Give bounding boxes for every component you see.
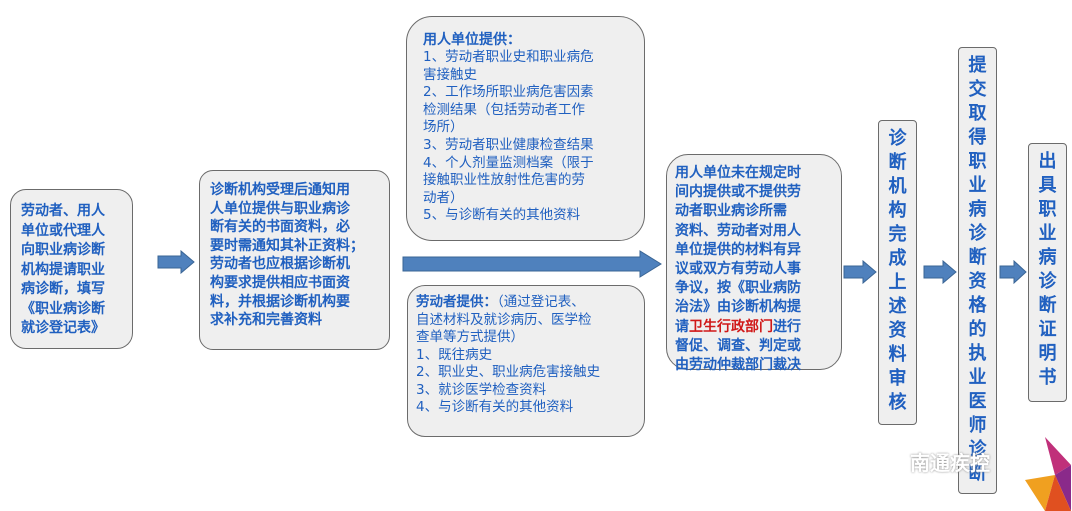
arrow-right-icon [923,260,957,284]
dispute-step-text: 用人单位未在规定时 间内提供或不提供劳 动者职业病诊所需 资料、劳动者对用人 单… [675,164,837,375]
start-step-text: 劳动者、用人 单位或代理人 向职业病诊断 机构提请职业 病诊断，填写 《职业病诊… [21,203,105,336]
vertical-char: 交 [968,79,987,100]
vertical-char: 资 [968,271,987,292]
vertical-char: 诊 [968,223,987,244]
vertical-char: 完 [888,224,907,245]
notify-step-text: 诊断机构受理后通知用 人单位提供与职业病诊 断有关的书面资料，必 要时需通知其补… [210,182,364,329]
vertical-char: 断 [1038,295,1057,316]
arrow-right-icon [843,260,877,284]
employer-item-3: 3、劳动者职业健康检查结果 [423,136,594,153]
vertical-char: 断 [968,247,987,268]
dispute-step-box: 用人单位未在规定时 间内提供或不提供劳 动者职业病诊所需 资料、劳动者对用人 单… [666,154,842,373]
vertical-char: 病 [1038,247,1057,268]
vertical-char: 明 [1038,343,1057,364]
vertical-char: 核 [888,392,907,413]
arrow-right-icon [157,250,195,274]
vertical-char: 上 [888,272,907,293]
vertical-char: 具 [1038,175,1057,196]
worker-item-4: 4、与诊断有关的其他资料 [416,399,574,415]
worker-materials-title: 劳动者提供： [416,294,497,310]
vertical-char: 医 [968,391,987,412]
vertical-char: 证 [1038,319,1057,340]
worker-materials-note: （通过登记表、 自述材料及就诊病历、医学检 查单等方式提供） [416,294,592,345]
vertical-char: 成 [888,248,907,269]
vertical-char: 断 [968,463,987,484]
vertical-char: 诊 [968,439,987,460]
vertical-char: 取 [968,103,987,124]
vertical-char: 诊 [888,128,907,149]
employer-materials-title: 用人单位提供： [423,32,521,48]
logo-decoration-icon [1025,437,1071,511]
employer-item-2: 2、工作场所职业病危害因素 检测结果（包括劳动者工作 场所） [423,84,594,136]
worker-item-2: 2、职业史、职业病危害接触史 [416,364,601,380]
vertical-char: 得 [968,127,987,148]
vertical-char: 业 [1038,223,1057,244]
dispute-text-before: 用人单位未在规定时 间内提供或不提供劳 动者职业病诊所需 资料、劳动者对用人 单… [675,165,801,335]
vertical-char: 格 [968,295,987,316]
employer-item-1: 1、劳动者职业史和职业病危 害接触史 [423,49,594,83]
vertical-char: 述 [888,296,907,317]
vertical-char: 审 [888,368,907,389]
vertical-char: 料 [888,344,907,365]
arrow-right-icon [999,260,1027,284]
vertical-char: 书 [1038,367,1057,388]
worker-item-3: 3、就诊医学检查资料 [416,381,547,398]
vertical-char: 提 [968,55,987,76]
worker-item-1: 1、既往病史 [416,346,493,363]
vertical-char: 诊 [1038,271,1057,292]
vertical-char: 职 [1038,199,1057,220]
dispute-text-highlight: 卫生行政部门 [689,318,773,335]
employer-materials-box: 用人单位提供： 1、劳动者职业史和职业病危 害接触史 2、工作场所职业病危害因素… [406,16,645,241]
vertical-char: 资 [888,320,907,341]
watermark: 南通疾控 [878,447,990,476]
wechat-icon [878,451,904,472]
worker-materials-heading: 劳动者提供：（通过登记表、 自述材料及就诊病历、医学检 查单等方式提供） [416,294,638,347]
worker-materials-box: 劳动者提供：（通过登记表、 自述材料及就诊病历、医学检 查单等方式提供） 1、既… [407,285,645,437]
vertical-char: 的 [968,319,987,340]
vertical-char: 构 [888,200,907,221]
vertical-char: 职 [968,151,987,172]
vertical-char: 执 [968,343,987,364]
start-step-box: 劳动者、用人 单位或代理人 向职业病诊断 机构提请职业 病诊断，填写 《职业病诊… [10,189,133,349]
issue-step-box: 出具职业病诊断证明书 [1028,143,1067,402]
vertical-char: 出 [1038,151,1057,172]
watermark-text: 南通疾控 [910,451,990,475]
notify-step-box: 诊断机构受理后通知用 人单位提供与职业病诊 断有关的书面资料，必 要时需通知其补… [199,170,390,350]
submit-step-box: 提交取得职业病诊断资格的执业医师诊断 [958,47,997,494]
vertical-char: 断 [888,152,907,173]
arrow-right-icon [402,250,662,278]
vertical-char: 师 [968,415,987,436]
employer-item-4: 4、个人剂量监测档案（限于 接触职业性放射性危害的劳 动者） [423,154,594,206]
vertical-char: 病 [968,199,987,220]
dispute-text-after: 进行 督促、调查、判定或 由劳动仲裁部门裁决 [675,318,801,374]
vertical-char: 机 [888,176,907,197]
vertical-char: 业 [968,367,987,388]
vertical-char: 业 [968,175,987,196]
review-step-box: 诊断机构完成上述资料审核 [878,120,917,425]
employer-item-5: 5、与诊断有关的其他资料 [423,207,581,224]
